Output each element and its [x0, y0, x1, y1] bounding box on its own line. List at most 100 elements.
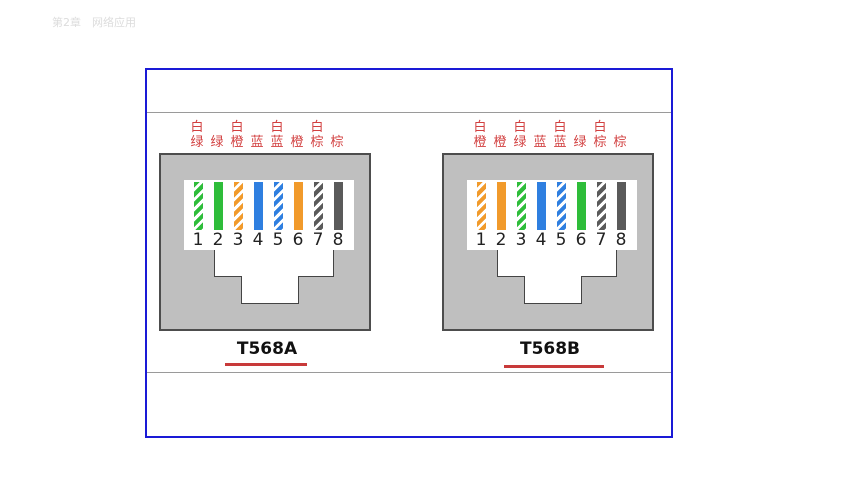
wire-label-bottom: 橙 [493, 135, 507, 150]
pin-number: 8 [615, 230, 627, 250]
standard-underline [504, 365, 604, 368]
wire-label-top [610, 120, 630, 135]
pin-number: 5 [272, 230, 284, 250]
wire-label-7: 白棕 [307, 120, 327, 150]
wire-label-6: 橙 [287, 120, 307, 150]
pin-number: 3 [515, 230, 527, 250]
wire-label-top [287, 120, 307, 135]
wire-8 [334, 182, 343, 230]
divider-top [147, 112, 671, 113]
wire-label-top: 白 [513, 120, 527, 135]
wire-8 [617, 182, 626, 230]
wire-1 [477, 182, 486, 230]
pin-number: 1 [475, 230, 487, 250]
wire-label-top [490, 120, 510, 135]
pin-number: 3 [232, 230, 244, 250]
wire-label-bottom: 蓝 [250, 135, 264, 150]
wire-4 [537, 182, 546, 230]
wire-3 [234, 182, 243, 230]
divider-bottom [147, 372, 671, 373]
wire-label-8: 棕 [610, 120, 630, 150]
wire-label-bottom: 绿 [573, 135, 587, 150]
pin-number: 5 [555, 230, 567, 250]
wire-label-top: 白 [190, 120, 204, 135]
pin-number: 2 [212, 230, 224, 250]
wire-label-2: 橙 [490, 120, 510, 150]
pin-number: 2 [495, 230, 507, 250]
wire-label-5: 白蓝 [550, 120, 570, 150]
pin-number: 8 [332, 230, 344, 250]
wire-label-top: 白 [553, 120, 567, 135]
wire-label-1: 白橙 [470, 120, 490, 150]
pin-number: 4 [252, 230, 264, 250]
wire-7 [597, 182, 606, 230]
wire-6 [294, 182, 303, 230]
wire-label-3: 白橙 [227, 120, 247, 150]
slide-header: 第2章 网络应用 [52, 16, 136, 29]
wire-5 [557, 182, 566, 230]
wire-label-2: 绿 [207, 120, 227, 150]
wire-label-top: 白 [473, 120, 487, 135]
wire-label-top [247, 120, 267, 135]
standard-name: T568A [236, 339, 298, 359]
wire-label-4: 蓝 [247, 120, 267, 150]
wire-label-bottom: 棕 [613, 135, 627, 150]
pin-number: 7 [595, 230, 607, 250]
pin-number: 1 [192, 230, 204, 250]
pin-number: 6 [292, 230, 304, 250]
wire-label-top [570, 120, 590, 135]
wire-label-bottom: 棕 [593, 135, 607, 150]
wire-color-labels: 白橙橙白绿蓝白蓝绿白棕棕 [470, 120, 630, 154]
wire-2 [497, 182, 506, 230]
wire-label-bottom: 橙 [473, 135, 487, 150]
wire-label-1: 白绿 [187, 120, 207, 150]
standard-underline [225, 363, 307, 366]
wire-1 [194, 182, 203, 230]
wire-6 [577, 182, 586, 230]
jack-notch-inner [241, 276, 299, 304]
wire-label-bottom: 绿 [210, 135, 224, 150]
wire-label-4: 蓝 [530, 120, 550, 150]
wire-label-7: 白棕 [590, 120, 610, 150]
wire-label-bottom: 绿 [513, 135, 527, 150]
wire-label-bottom: 绿 [190, 135, 204, 150]
wire-label-8: 棕 [327, 120, 347, 150]
wire-label-bottom: 橙 [290, 135, 304, 150]
wire-label-top: 白 [270, 120, 284, 135]
wire-label-bottom: 棕 [310, 135, 324, 150]
wire-2 [214, 182, 223, 230]
wire-label-top: 白 [230, 120, 244, 135]
wire-label-bottom: 棕 [330, 135, 344, 150]
pin-number: 4 [535, 230, 547, 250]
wire-label-bottom: 蓝 [270, 135, 284, 150]
pin-number: 7 [312, 230, 324, 250]
wire-label-top: 白 [593, 120, 607, 135]
jack-notch-inner [524, 276, 582, 304]
wire-4 [254, 182, 263, 230]
wire-label-top: 白 [310, 120, 324, 135]
wire-5 [274, 182, 283, 230]
wire-7 [314, 182, 323, 230]
jack-notch [214, 250, 334, 277]
wire-label-bottom: 橙 [230, 135, 244, 150]
wire-label-3: 白绿 [510, 120, 530, 150]
jack-notch [497, 250, 617, 277]
wire-label-top [327, 120, 347, 135]
wire-label-5: 白蓝 [267, 120, 287, 150]
wire-label-bottom: 蓝 [553, 135, 567, 150]
wire-label-bottom: 蓝 [533, 135, 547, 150]
wire-color-labels: 白绿绿白橙蓝白蓝橙白棕棕 [187, 120, 347, 154]
wire-label-top [207, 120, 227, 135]
standard-name: T568B [519, 339, 581, 359]
wire-label-6: 绿 [570, 120, 590, 150]
wire-label-top [530, 120, 550, 135]
pin-number: 6 [575, 230, 587, 250]
wire-3 [517, 182, 526, 230]
